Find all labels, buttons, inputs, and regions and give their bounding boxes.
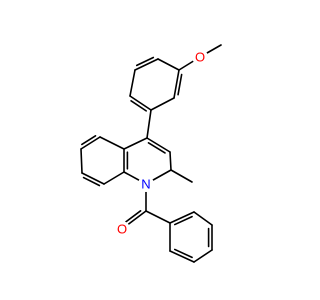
bond-a5-a6: [150, 97, 175, 111]
bond-b1-b2: [169, 211, 195, 224]
structure-canvas: O N O: [80, 44, 222, 263]
bond-a3-a4: [129, 69, 136, 97]
bond-c4-c3-second: [147, 142, 166, 154]
bond-cco-b1: [145, 210, 171, 224]
bond-a6-a1-second: [177, 73, 183, 96]
bond-b2-b3: [193, 211, 213, 226]
ring-nitrogen-label: N: [141, 177, 150, 192]
bond-c7-c8: [81, 172, 105, 185]
carbonyl-oxygen-label: O: [117, 222, 127, 237]
bond-c5-c6: [80, 136, 101, 150]
carbonyl-oxygen-atom: O: [114, 221, 130, 237]
bond-c4a-c5: [99, 136, 125, 150]
bond-c4-c3: [146, 137, 171, 153]
bond-b4-b5: [193, 249, 213, 263]
bond-b1-b2-second: [173, 215, 193, 226]
bond-a1-a2: [157, 58, 180, 71]
methoxy-oxygen-label: O: [195, 50, 205, 65]
bond-a5-c4: [146, 109, 152, 139]
bond-c2-cme: [170, 169, 193, 183]
bond-a2-a3: [134, 58, 159, 71]
bond-b5-b6: [169, 250, 195, 263]
bond-c7-c8-second: [82, 176, 101, 187]
bond-layer: [80, 44, 222, 263]
bond-c5-c6-second: [81, 135, 97, 146]
bond-c4a-c4: [123, 137, 148, 150]
bond-c8-c8a: [103, 171, 125, 185]
bond-cco-oco-second: [122, 210, 142, 225]
bond-b5-b6-second: [173, 248, 193, 259]
bond-a2-a3-second: [135, 56, 155, 67]
bond-a4-a5: [129, 95, 152, 111]
bond-c6-c7: [80, 148, 83, 174]
bond-a6-a1: [173, 69, 180, 99]
atom-label-layer: O N O: [114, 49, 208, 237]
bond-c3-c2: [169, 151, 172, 171]
methoxy-oxygen-atom: O: [192, 49, 208, 65]
bond-a4-a5-second: [130, 99, 147, 112]
ring-nitrogen-atom: N: [138, 176, 154, 192]
